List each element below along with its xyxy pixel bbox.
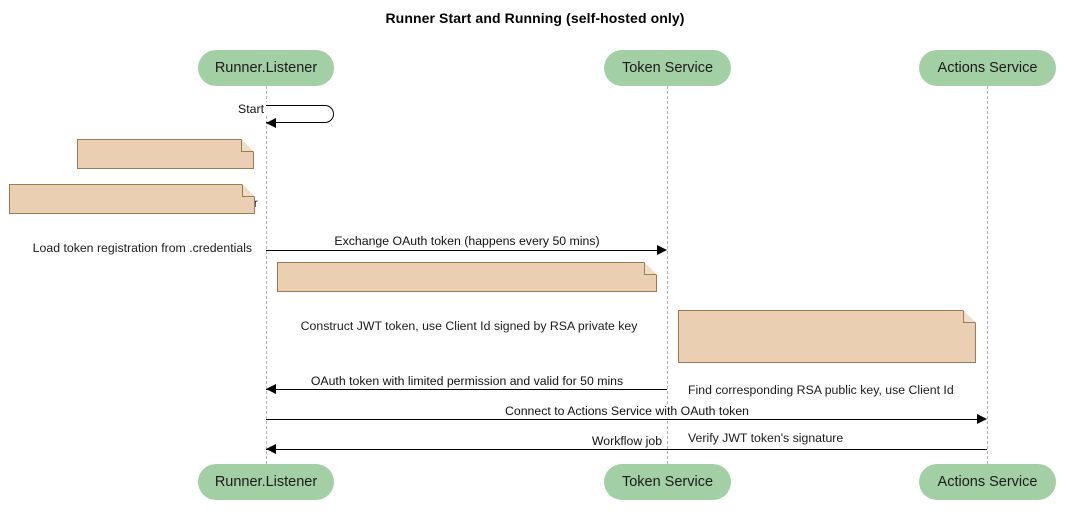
note-load-token-registration: Load token registration from .credential… — [9, 184, 255, 255]
message-workflow-job-line — [266, 449, 987, 450]
note-verify-jwt-line-2: Verify JWT token's signature — [688, 431, 844, 445]
participant-runner-bottom-label: Runner.Listener — [214, 474, 318, 490]
participant-actions-top-label: Actions Service — [937, 60, 1038, 76]
message-oauth-token-reply-label: OAuth token with limited permission and … — [307, 374, 627, 388]
message-oauth-token-reply-arrowhead — [266, 384, 276, 394]
note-load-token-registration-text: Load token registration from .credential… — [32, 241, 253, 255]
message-connect-actions-line — [266, 419, 977, 420]
participant-token-top-label: Token Service — [621, 60, 714, 76]
message-start-selfloop — [266, 105, 334, 123]
note-construct-jwt-text: Construct JWT token, use Client Id signe… — [300, 319, 638, 333]
participant-token-bottom-label: Token Service — [621, 474, 714, 490]
message-exchange-oauth-label: Exchange OAuth token (happens every 50 m… — [331, 234, 603, 248]
note-verify-jwt: Find corresponding RSA public key, use C… — [678, 310, 976, 445]
participant-token-top[interactable]: Token Service — [604, 50, 731, 86]
message-start-label: Start — [185, 102, 267, 116]
message-workflow-job-label: Workflow job — [588, 434, 666, 448]
participant-runner-bottom[interactable]: Runner.Listener — [198, 464, 334, 500]
message-workflow-job-arrowhead — [266, 444, 276, 454]
participant-actions-bottom[interactable]: Actions Service — [919, 464, 1056, 500]
participant-actions-bottom-label: Actions Service — [937, 474, 1038, 490]
note-load-config: Load config info from .runner — [77, 139, 258, 210]
participant-runner-top-label: Runner.Listener — [214, 60, 318, 76]
diagram-title: Runner Start and Running (self-hosted on… — [385, 10, 685, 26]
message-exchange-oauth-arrowhead — [657, 245, 667, 255]
lifeline-actions — [987, 86, 988, 464]
lifeline-runner — [266, 86, 267, 464]
participant-actions-top[interactable]: Actions Service — [919, 50, 1056, 86]
note-verify-jwt-line-1: Find corresponding RSA public key, use C… — [688, 383, 954, 397]
message-exchange-oauth-line — [266, 250, 657, 251]
lifeline-token — [667, 86, 668, 464]
message-connect-actions-arrowhead — [977, 414, 987, 424]
participant-runner-top[interactable]: Runner.Listener — [198, 50, 334, 86]
message-start-arrowhead — [266, 118, 276, 128]
participant-token-bottom[interactable]: Token Service — [604, 464, 731, 500]
message-connect-actions-label: Connect to Actions Service with OAuth to… — [501, 404, 753, 418]
message-oauth-token-reply-line — [266, 389, 667, 390]
note-construct-jwt: Construct JWT token, use Client Id signe… — [277, 262, 657, 333]
